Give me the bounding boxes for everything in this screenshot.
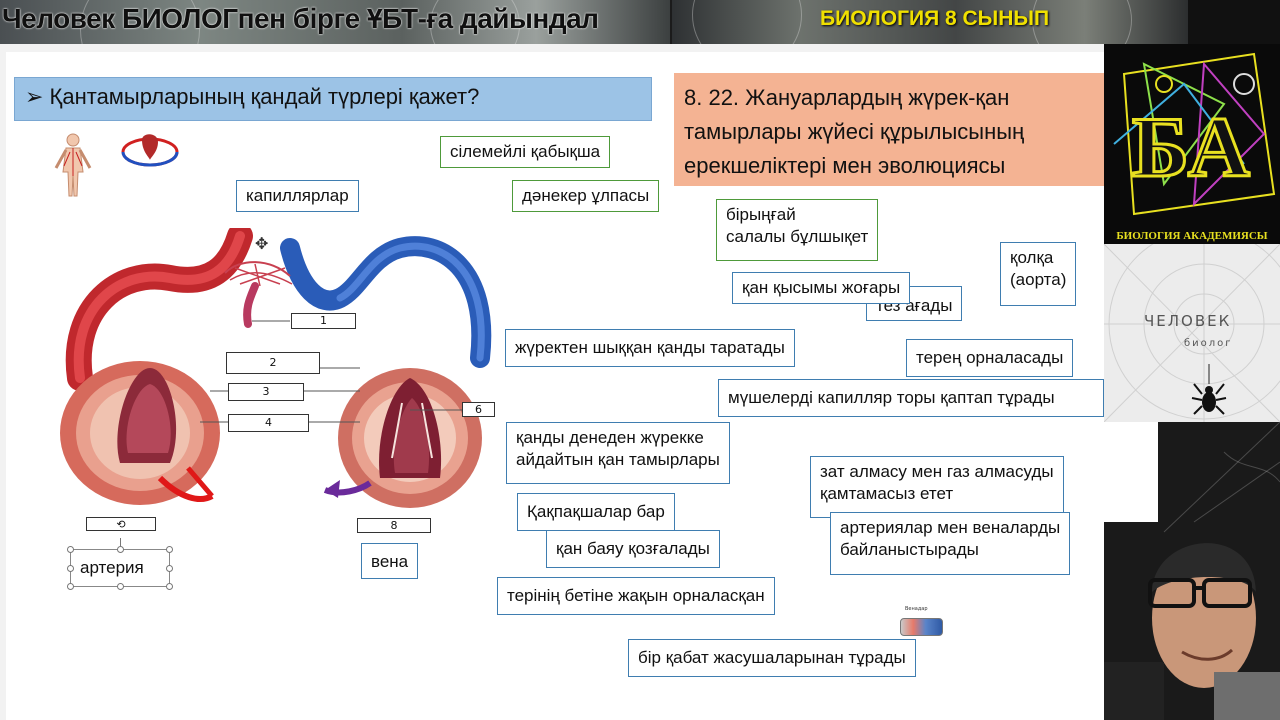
diagram-number-box[interactable]: 4 [228, 414, 309, 432]
diagram-number-box[interactable]: 1 [291, 313, 356, 329]
rotate-handle-icon[interactable]: ⟲ [116, 518, 126, 531]
label-mucous-layer[interactable]: сілемейлі қабықша [440, 136, 611, 168]
resize-handle[interactable] [117, 583, 124, 590]
brand-title: ЧЕЛОВЕК [1144, 312, 1232, 330]
label-from-heart[interactable]: жүректен шыққан қанды таратады [505, 329, 795, 367]
resize-handle[interactable] [166, 583, 173, 590]
brand-panel: ЧЕЛОВЕК биолог [1104, 244, 1280, 422]
vessel-thumbnail-icon[interactable] [900, 618, 943, 636]
tiny-caption: Венадар [905, 606, 928, 612]
diagram-number-box[interactable]: 8 [357, 518, 431, 533]
top-right-corner [1188, 0, 1280, 44]
label-valves[interactable]: Қақпақшалар бар [517, 493, 675, 531]
cobweb-decoration [430, 0, 520, 44]
label-capillary-net[interactable]: мүшелерді капилляр торы қаптап тұрады [718, 379, 1104, 417]
label-vein[interactable]: вена [361, 543, 419, 579]
label-artery[interactable]: артерия [80, 558, 144, 577]
label-line: қанды денеден жүрекке [516, 428, 704, 447]
resize-handle[interactable] [67, 546, 74, 553]
blood-vessel-diagram [60, 228, 492, 508]
label-line: байланыстырады [840, 540, 979, 559]
label-capillaries[interactable]: капиллярлар [236, 180, 359, 212]
label-slow-flow[interactable]: қан баяу қозғалады [546, 530, 720, 568]
diagram-number-box[interactable]: 2 [226, 352, 320, 374]
label-line: артериялар мен веналарды [840, 518, 1061, 537]
lesson-title-line: тамырлары жүйесі құрылысының [684, 119, 1025, 144]
top-banner-right: БИОЛОГИЯ 8 СЫНЫП [672, 0, 1188, 44]
diagram-number-box[interactable]: ⟲ [86, 517, 156, 531]
label-line: айдайтын қан тамырлары [516, 450, 720, 469]
label-to-heart[interactable]: қанды денеден жүрекке айдайтын қан тамыр… [506, 422, 730, 484]
brand-subtitle: биолог [1184, 338, 1233, 349]
logo-letters: БА [1132, 99, 1250, 195]
label-line: салалы бұлшықет [726, 227, 869, 246]
label-connects[interactable]: артериялар мен веналарды байланыстырады [830, 512, 1071, 575]
cobweb-decoration [80, 0, 200, 44]
label-aorta[interactable]: қолқа (аорта) [1000, 242, 1077, 306]
academy-logo: БА БИОЛОГИЯ АКАДЕМИЯСЫ [1104, 44, 1280, 244]
label-deep[interactable]: терең орналасады [906, 339, 1074, 377]
resize-handle[interactable] [117, 546, 124, 553]
grade-title: БИОЛОГИЯ 8 СЫНЫП [820, 7, 1050, 30]
label-line: зат алмасу мен газ алмасуды [820, 462, 1054, 481]
label-connective-tissue[interactable]: дәнекер ұлпасы [512, 180, 660, 212]
channel-title: Человек БИОЛОГпен бірге ҰБТ-ға дайындал [2, 3, 599, 34]
question-heading: ➢ Қантамырларының қандай түрлері қажет? [14, 77, 652, 121]
human-body-icon [54, 133, 92, 197]
resize-handle[interactable] [166, 565, 173, 572]
diagram-number-box[interactable]: 3 [228, 383, 304, 401]
top-banner-left: Человек БИОЛОГпен бірге ҰБТ-ға дайындал [0, 0, 670, 44]
label-line: қолқа [1010, 248, 1054, 267]
resize-handle[interactable] [166, 546, 173, 553]
webcam-feed [1104, 422, 1280, 720]
cobweb-graphic [1104, 244, 1280, 422]
lesson-title-line: ерекшеліктері мен эволюциясы [684, 153, 1006, 178]
label-smooth-muscle[interactable]: бірыңғай салалы бұлшықет [716, 199, 879, 261]
label-line: қамтамасыз етет [820, 484, 954, 503]
label-line: бірыңғай [726, 205, 796, 224]
label-single-cell-layer[interactable]: бір қабат жасушаларынан тұрады [628, 639, 916, 677]
resize-handle[interactable] [67, 583, 74, 590]
label-exchange[interactable]: зат алмасу мен газ алмасуды қамтамасыз е… [810, 456, 1064, 518]
cobweb-decoration [1032, 0, 1132, 44]
label-line: (аорта) [1010, 270, 1067, 289]
cobweb-decoration [692, 0, 802, 44]
circulation-icon [121, 134, 179, 167]
lesson-title-line: 8. 22. Жануарлардың жүрек-қан [684, 85, 1010, 110]
webcam-overlay-strip [1104, 422, 1158, 522]
selection-frame[interactable]: артерия [67, 538, 173, 590]
move-cursor-icon: ✥ [255, 234, 269, 253]
label-near-skin[interactable]: терінің бетіне жақын орналасқан [497, 577, 775, 615]
diagram-number-box[interactable]: 6 [462, 402, 495, 417]
resize-handle[interactable] [67, 565, 74, 572]
rotate-stem [120, 538, 121, 546]
logo-graphic: БА [1113, 52, 1276, 216]
academy-caption: БИОЛОГИЯ АКАДЕМИЯСЫ [1116, 230, 1268, 242]
lesson-title: 8. 22. Жануарлардың жүрек-қан тамырлары … [674, 73, 1104, 186]
label-high-pressure[interactable]: қан қысымы жоғары [732, 272, 911, 304]
